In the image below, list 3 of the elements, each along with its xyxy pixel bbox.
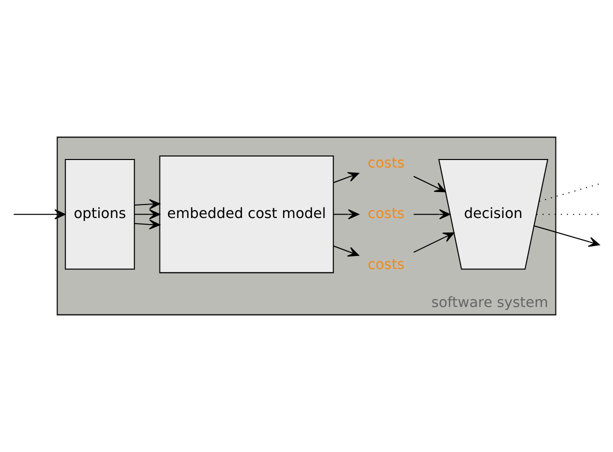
- node-text: costs: [368, 155, 405, 172]
- node-text: costs: [368, 206, 405, 222]
- node-text: costs: [368, 256, 405, 273]
